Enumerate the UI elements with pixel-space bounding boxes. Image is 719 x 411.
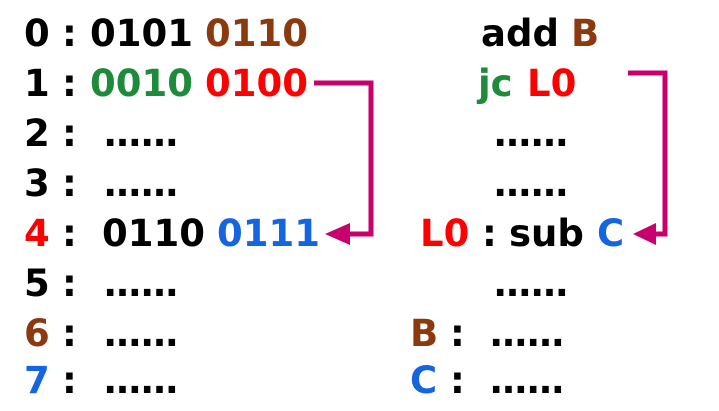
mem-opcode-4: 0110 (102, 212, 205, 255)
asm-sep-7: : (450, 359, 465, 402)
machine-code-jump-arrow (314, 80, 374, 237)
mem-sep-7: : (62, 359, 77, 402)
mem-sep-6: : (62, 312, 77, 355)
assembly-jump-arrowhead (633, 223, 656, 245)
mem-ellipsis-6: …… (104, 312, 178, 355)
mem-operand-0: 0110 (205, 12, 308, 55)
mem-ellipsis-7: …… (104, 359, 178, 402)
asm-operand-4: C (597, 212, 625, 255)
mem-opcode-0: 0101 (90, 12, 193, 55)
mem-addr-1: 1 (24, 62, 50, 105)
asm-sep-6: : (450, 312, 465, 355)
mem-sep-0: : (62, 12, 77, 55)
mem-sep-2: : (62, 112, 77, 155)
mem-addr-0: 0 (24, 12, 50, 55)
asm-mnemonic-4: sub (509, 212, 584, 255)
asm-ellipsis-5: …… (494, 262, 568, 305)
mem-addr-2: 2 (24, 112, 50, 155)
mem-sep-4: : (62, 212, 77, 255)
assembly-jump-arrow (628, 70, 668, 237)
asm-ellipsis-7: …… (490, 359, 564, 402)
asm-label-4: L0 (420, 212, 470, 255)
mem-sep-1: : (62, 62, 77, 105)
mem-opcode-1: 0010 (90, 62, 193, 105)
mem-addr-6: 6 (24, 312, 50, 355)
mem-ellipsis-3: …… (104, 162, 178, 205)
mem-sep-3: : (62, 162, 77, 205)
asm-ellipsis-6: …… (490, 312, 564, 355)
asm-mnemonic-1: jc (478, 62, 513, 105)
mem-operand-4: 0111 (217, 212, 320, 255)
machine-code-jump-arrowhead (325, 223, 350, 245)
asm-sep-4: : (482, 212, 497, 255)
mem-addr-4: 4 (24, 212, 50, 255)
asm-ellipsis-3: …… (494, 162, 568, 205)
asm-label-7: C (410, 359, 438, 402)
mem-ellipsis-5: …… (104, 262, 178, 305)
mem-addr-5: 5 (24, 262, 50, 305)
mem-ellipsis-2: …… (104, 112, 178, 155)
asm-operand-1: L0 (527, 62, 577, 105)
asm-operand-0: B (571, 12, 600, 55)
mem-operand-1: 0100 (205, 62, 308, 105)
asm-ellipsis-2: …… (494, 112, 568, 155)
asm-label-6: B (410, 312, 439, 355)
asm-mnemonic-0: add (481, 12, 559, 55)
mem-addr-3: 3 (24, 162, 50, 205)
mem-addr-7: 7 (24, 359, 50, 402)
mem-sep-5: : (62, 262, 77, 305)
